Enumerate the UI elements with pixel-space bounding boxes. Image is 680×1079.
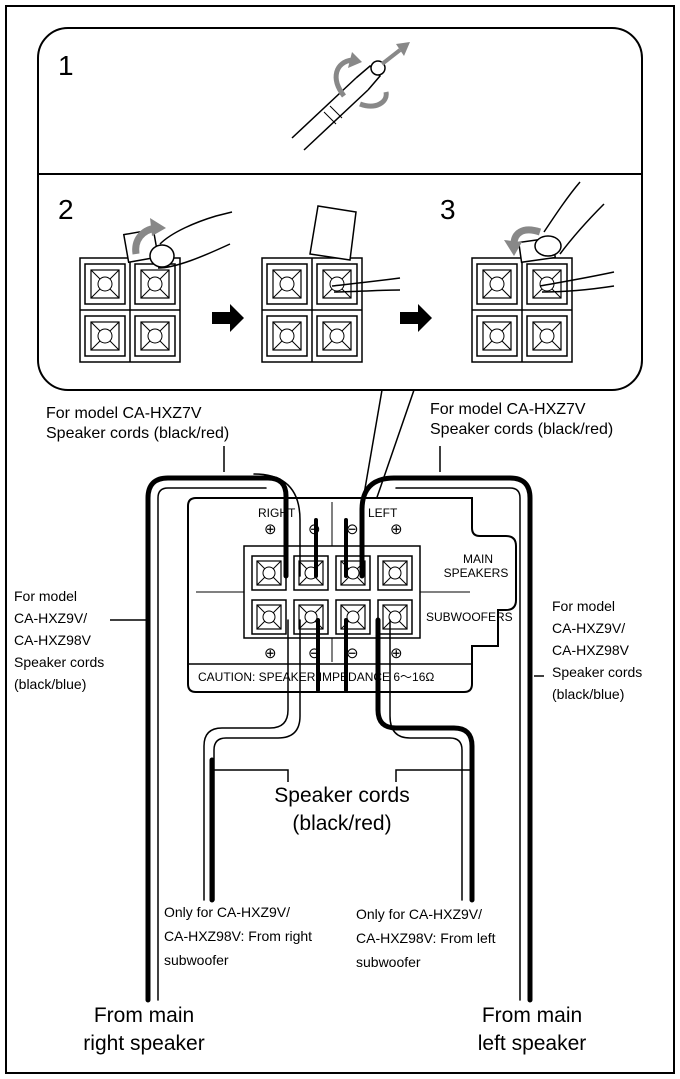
panel-caution: CAUTION: SPEAKER IMPEDANCE 6～16Ω: [198, 670, 435, 684]
callout-line-right: [373, 389, 415, 507]
plus-symbol: ⊕: [264, 645, 277, 662]
label-left-side-4: Speaker cords: [14, 654, 105, 670]
panel-subwoofers: SUBWOOFERS: [426, 610, 513, 624]
inserted-cord-illustration: [309, 205, 401, 293]
label-right-side-3: CA-HXZ98V: [552, 642, 630, 658]
label-top-right-cords: Speaker cords (black/red): [430, 421, 614, 438]
label-center-cords-2: (black/red): [292, 812, 392, 835]
cord-twist-illustration: [291, 42, 410, 151]
arrow-right-icon: [212, 304, 244, 332]
step-number-2: 2: [58, 194, 74, 225]
label-top-right-model: For model CA-HXZ7V: [430, 401, 586, 418]
terminal-block-inserted: [262, 258, 362, 362]
main-speaker-cords: [145, 473, 533, 1003]
panel-main-speakers-2: SPEAKERS: [443, 566, 509, 580]
label-right-side-4: Speaker cords: [552, 664, 643, 680]
panel-label-left: LEFT: [368, 506, 398, 520]
label-from-left-2: left speaker: [477, 1032, 587, 1055]
label-sub-right-3: subwoofer: [164, 952, 229, 968]
press-arrow-icon: [504, 226, 542, 256]
label-right-side-2: CA-HXZ9V/: [552, 620, 626, 636]
label-top-left-cords: Speaker cords (black/red): [46, 425, 230, 442]
rotate-arrow-icon: [333, 52, 389, 109]
label-left-side-2: CA-HXZ9V/: [14, 610, 88, 626]
terminal-block-closed: [472, 258, 572, 362]
subwoofer-cords: [203, 617, 475, 903]
finger-press-illustration: [517, 181, 615, 293]
minus-symbol: ⊖: [308, 645, 321, 662]
label-sub-right-2: CA-HXZ98V: From right: [164, 928, 313, 944]
plus-symbol: ⊕: [390, 645, 403, 662]
lift-arrow-icon: [132, 218, 166, 255]
label-sub-left-1: Only for CA-HXZ9V/: [356, 906, 483, 922]
outer-frame: [5, 5, 675, 1074]
label-center-cords-1: Speaker cords: [274, 784, 410, 807]
label-from-right-1: From main: [93, 1004, 195, 1027]
label-sub-left-3: subwoofer: [356, 954, 421, 970]
plus-symbol: ⊕: [264, 521, 277, 538]
label-from-left-1: From main: [481, 1004, 583, 1027]
label-left-side-3: CA-HXZ98V: [14, 632, 92, 648]
step-number-3: 3: [440, 194, 456, 225]
panel-main-speakers-1: MAIN: [463, 552, 493, 566]
minus-symbol: ⊖: [346, 521, 359, 538]
finger-lift-illustration: [122, 211, 233, 269]
plus-symbol: ⊕: [390, 521, 403, 538]
label-right-side-1: For model: [552, 598, 616, 614]
minus-symbol: ⊖: [308, 521, 321, 538]
callout-line-left: [361, 389, 383, 507]
arrow-right-icon: [400, 304, 432, 332]
label-from-right-2: right speaker: [83, 1032, 205, 1055]
label-left-side-1: For model: [14, 588, 78, 604]
panel-label-right: RIGHT: [258, 506, 296, 520]
label-top-left-model: For model CA-HXZ7V: [46, 405, 202, 422]
label-right-side-5: (black/blue): [552, 686, 625, 702]
label-left-side-5: (black/blue): [14, 676, 87, 692]
minus-symbol: ⊖: [346, 645, 359, 662]
rear-terminal-panel: [187, 497, 517, 693]
step-number-1: 1: [58, 50, 74, 81]
label-sub-right-1: Only for CA-HXZ9V/: [164, 904, 291, 920]
label-sub-left-2: CA-HXZ98V: From left: [356, 930, 496, 946]
terminal-block-open: [80, 258, 180, 362]
